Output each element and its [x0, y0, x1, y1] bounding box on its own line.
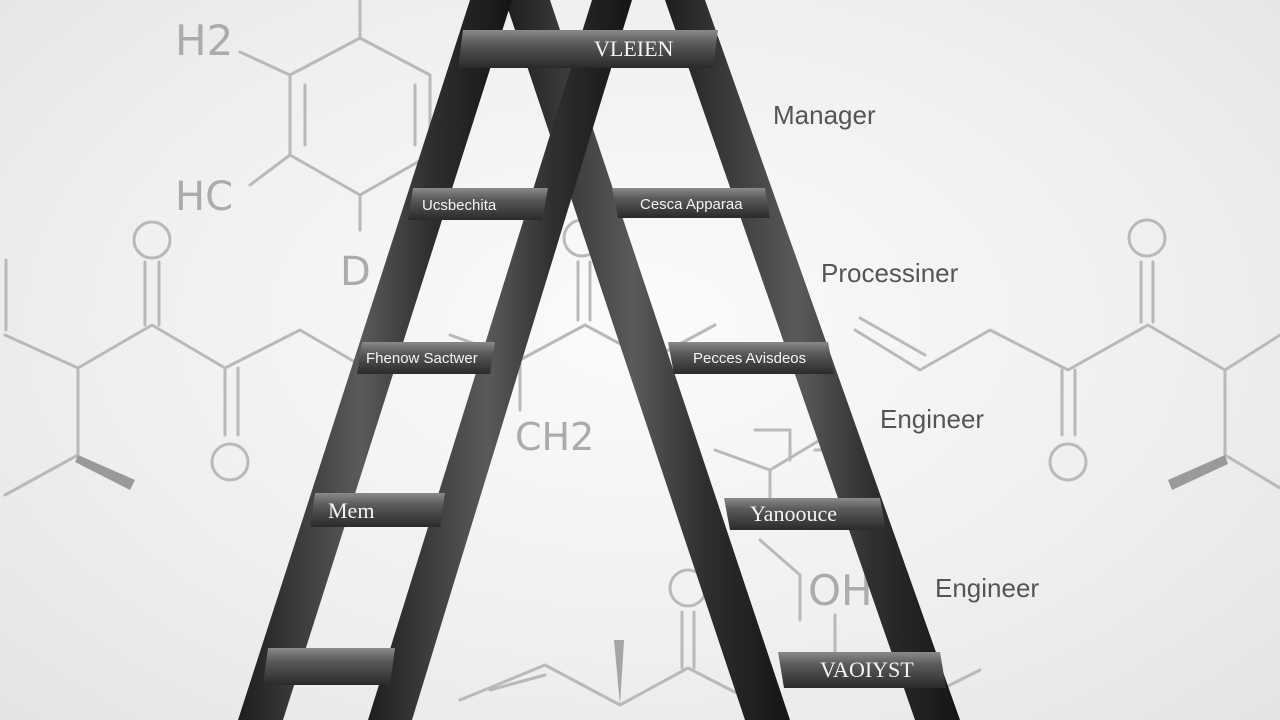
- formula-partial: D: [340, 249, 371, 295]
- rung-label-left-2: Fhenow Sactwer: [366, 350, 478, 367]
- rung-label-top: VLEIEN: [594, 36, 674, 61]
- benzene-ring-drawing: [238, 0, 432, 232]
- rung-label-right-2: Pecces Avisdeos: [693, 350, 806, 367]
- side-label-engineer-2: Engineer: [935, 573, 1039, 603]
- chemistry-background: H2 HC D CH2: [3, 0, 1280, 707]
- ladder: [238, 0, 960, 720]
- right-molecule-drawing: [853, 218, 1280, 490]
- rung-label-right-4: VAOIYST: [820, 657, 914, 682]
- right-rungs: [612, 188, 946, 688]
- formula-h2: H2: [175, 16, 233, 65]
- formula-oh: OH: [808, 566, 873, 615]
- rung-label-right-3: Yanoouce: [750, 501, 837, 526]
- left-rungs: [263, 30, 718, 685]
- side-label-engineer-1: Engineer: [880, 404, 984, 434]
- formula-hc: HC: [175, 174, 233, 220]
- formula-ch2: CH2: [515, 415, 594, 459]
- rung-label-right-1: Cesca Apparaa: [640, 196, 743, 213]
- side-label-processiner: Processiner: [821, 258, 959, 288]
- rung-label-left-1: Ucsbechita: [422, 197, 497, 214]
- rung-label-left-3: Mem: [328, 498, 374, 523]
- left-molecule-drawing: [3, 220, 362, 497]
- side-label-manager: Manager: [773, 100, 876, 130]
- ladder-rail-front-right: [368, 0, 632, 720]
